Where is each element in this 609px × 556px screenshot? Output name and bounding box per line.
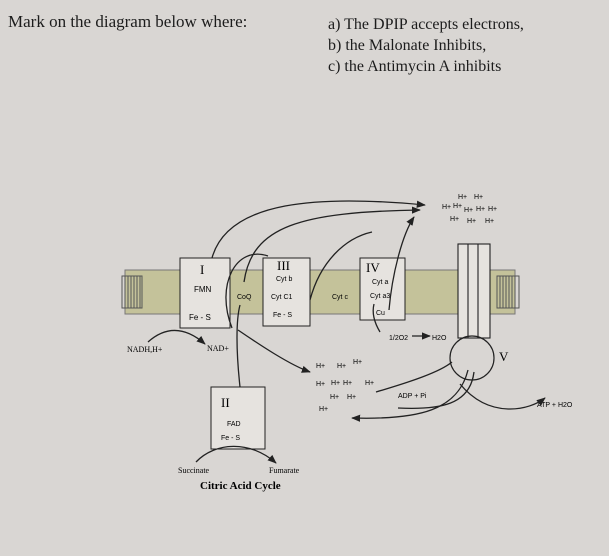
arrow-complex-ii-to-coq [236, 304, 241, 388]
arrow-succinate-to-fumarate [195, 445, 277, 464]
proton-cluster-matrix: H+ H+ H+ H+ H+ H+ H+ H+ H+ H+ [316, 359, 374, 413]
adp-label: ADP + Pi [398, 393, 427, 400]
complex-iii [262, 257, 311, 327]
complex-i-fes: Fe - S [189, 313, 211, 322]
arrow-complex-iv-pump [388, 216, 415, 311]
arrow-adp-to-atp [459, 383, 546, 410]
complex-v-channel [457, 243, 491, 339]
proton-label: H+ [319, 406, 328, 413]
cyt-c-label: Cyt c [332, 294, 348, 301]
question-item-c: c) the Antimycin A inhibits [328, 58, 502, 75]
complex-i [179, 257, 231, 329]
complex-i-fmn: FMN [194, 285, 212, 294]
complex-iv-cyta3: Cyt a3 [370, 293, 390, 300]
atp-label: ATP + H2O [537, 402, 573, 409]
complex-v-head [449, 335, 495, 381]
citric-acid-cycle-label: Citric Acid Cycle [200, 480, 281, 492]
complex-i-numeral: I [200, 262, 204, 277]
proton-label: H+ [450, 216, 459, 223]
complex-iv [359, 257, 406, 321]
proton-label: H+ [464, 207, 473, 214]
complex-iii-cytb: Cyt b [276, 276, 292, 283]
proton-label: H+ [453, 203, 462, 210]
proton-label: H+ [458, 194, 467, 201]
succinate-label: Succinate [178, 466, 210, 475]
proton-label: H+ [331, 380, 340, 387]
nad-label: NAD+ [207, 344, 229, 353]
complex-v-label: V [499, 349, 509, 364]
complex-ii [210, 386, 266, 450]
proton-cluster-top: H+ H+ H+ H+ H+ H+ H+ H+ H+ H+ [442, 194, 497, 225]
proton-label: H+ [467, 218, 476, 225]
complex-ii-fes: Fe - S [221, 435, 240, 442]
proton-label: H+ [343, 380, 352, 387]
proton-label: H+ [474, 194, 483, 201]
proton-label: H+ [488, 206, 497, 213]
oxygen-label: 1/2O2 [389, 335, 408, 342]
proton-label: H+ [347, 394, 356, 401]
arc-electron-path [225, 253, 269, 329]
membrane-coil-left [121, 275, 143, 309]
arrow-nadh-to-nad [147, 329, 206, 345]
arrow-complex-iii-matrix [237, 329, 311, 373]
proton-label: H+ [365, 380, 374, 387]
complex-iii-numeral: III [277, 258, 290, 273]
complex-iv-numeral: IV [366, 260, 380, 275]
proton-label: H+ [442, 204, 451, 211]
arrow-complex-i-pump [211, 200, 426, 259]
complex-iii-fes: Fe - S [273, 312, 292, 319]
complex-iv-cyta: Cyt a [372, 279, 388, 286]
proton-label: H+ [330, 394, 339, 401]
question-item-b: b) the Malonate Inhibits, [328, 37, 487, 54]
proton-label: H+ [353, 359, 362, 366]
water-label: H2O [432, 335, 447, 342]
arrow-atp-synthase-flow-1 [351, 369, 469, 422]
arrow-complex-iii-pump [243, 206, 421, 283]
question-prompt: Mark on the diagram below where: [8, 12, 248, 31]
proton-label: H+ [485, 218, 494, 225]
complex-ii-numeral: II [221, 395, 230, 410]
proton-label: H+ [316, 381, 325, 388]
nadh-label: NADH,H+ [127, 345, 163, 354]
complex-ii-fad: FAD [227, 421, 241, 428]
question-item-a: a) The DPIP accepts electrons, [328, 16, 524, 33]
arrow-atp-synthase-flow-2 [397, 371, 475, 410]
coq-label: CoQ [237, 294, 252, 301]
proton-label: H+ [476, 206, 485, 213]
arrow-iii-to-iv [309, 231, 373, 301]
membrane-coil-right [496, 275, 520, 309]
complex-iv-cu: Cu [376, 310, 385, 317]
arrow-matrix-to-v [375, 361, 453, 393]
complex-iii-cytc1: Cyt C1 [271, 294, 293, 301]
proton-label: H+ [316, 363, 325, 370]
proton-label: H+ [337, 363, 346, 370]
question-items: a) The DPIP accepts electrons, b) the Ma… [328, 14, 524, 77]
arrow-oxygen [372, 303, 381, 333]
fumarate-label: Fumarate [269, 466, 300, 475]
